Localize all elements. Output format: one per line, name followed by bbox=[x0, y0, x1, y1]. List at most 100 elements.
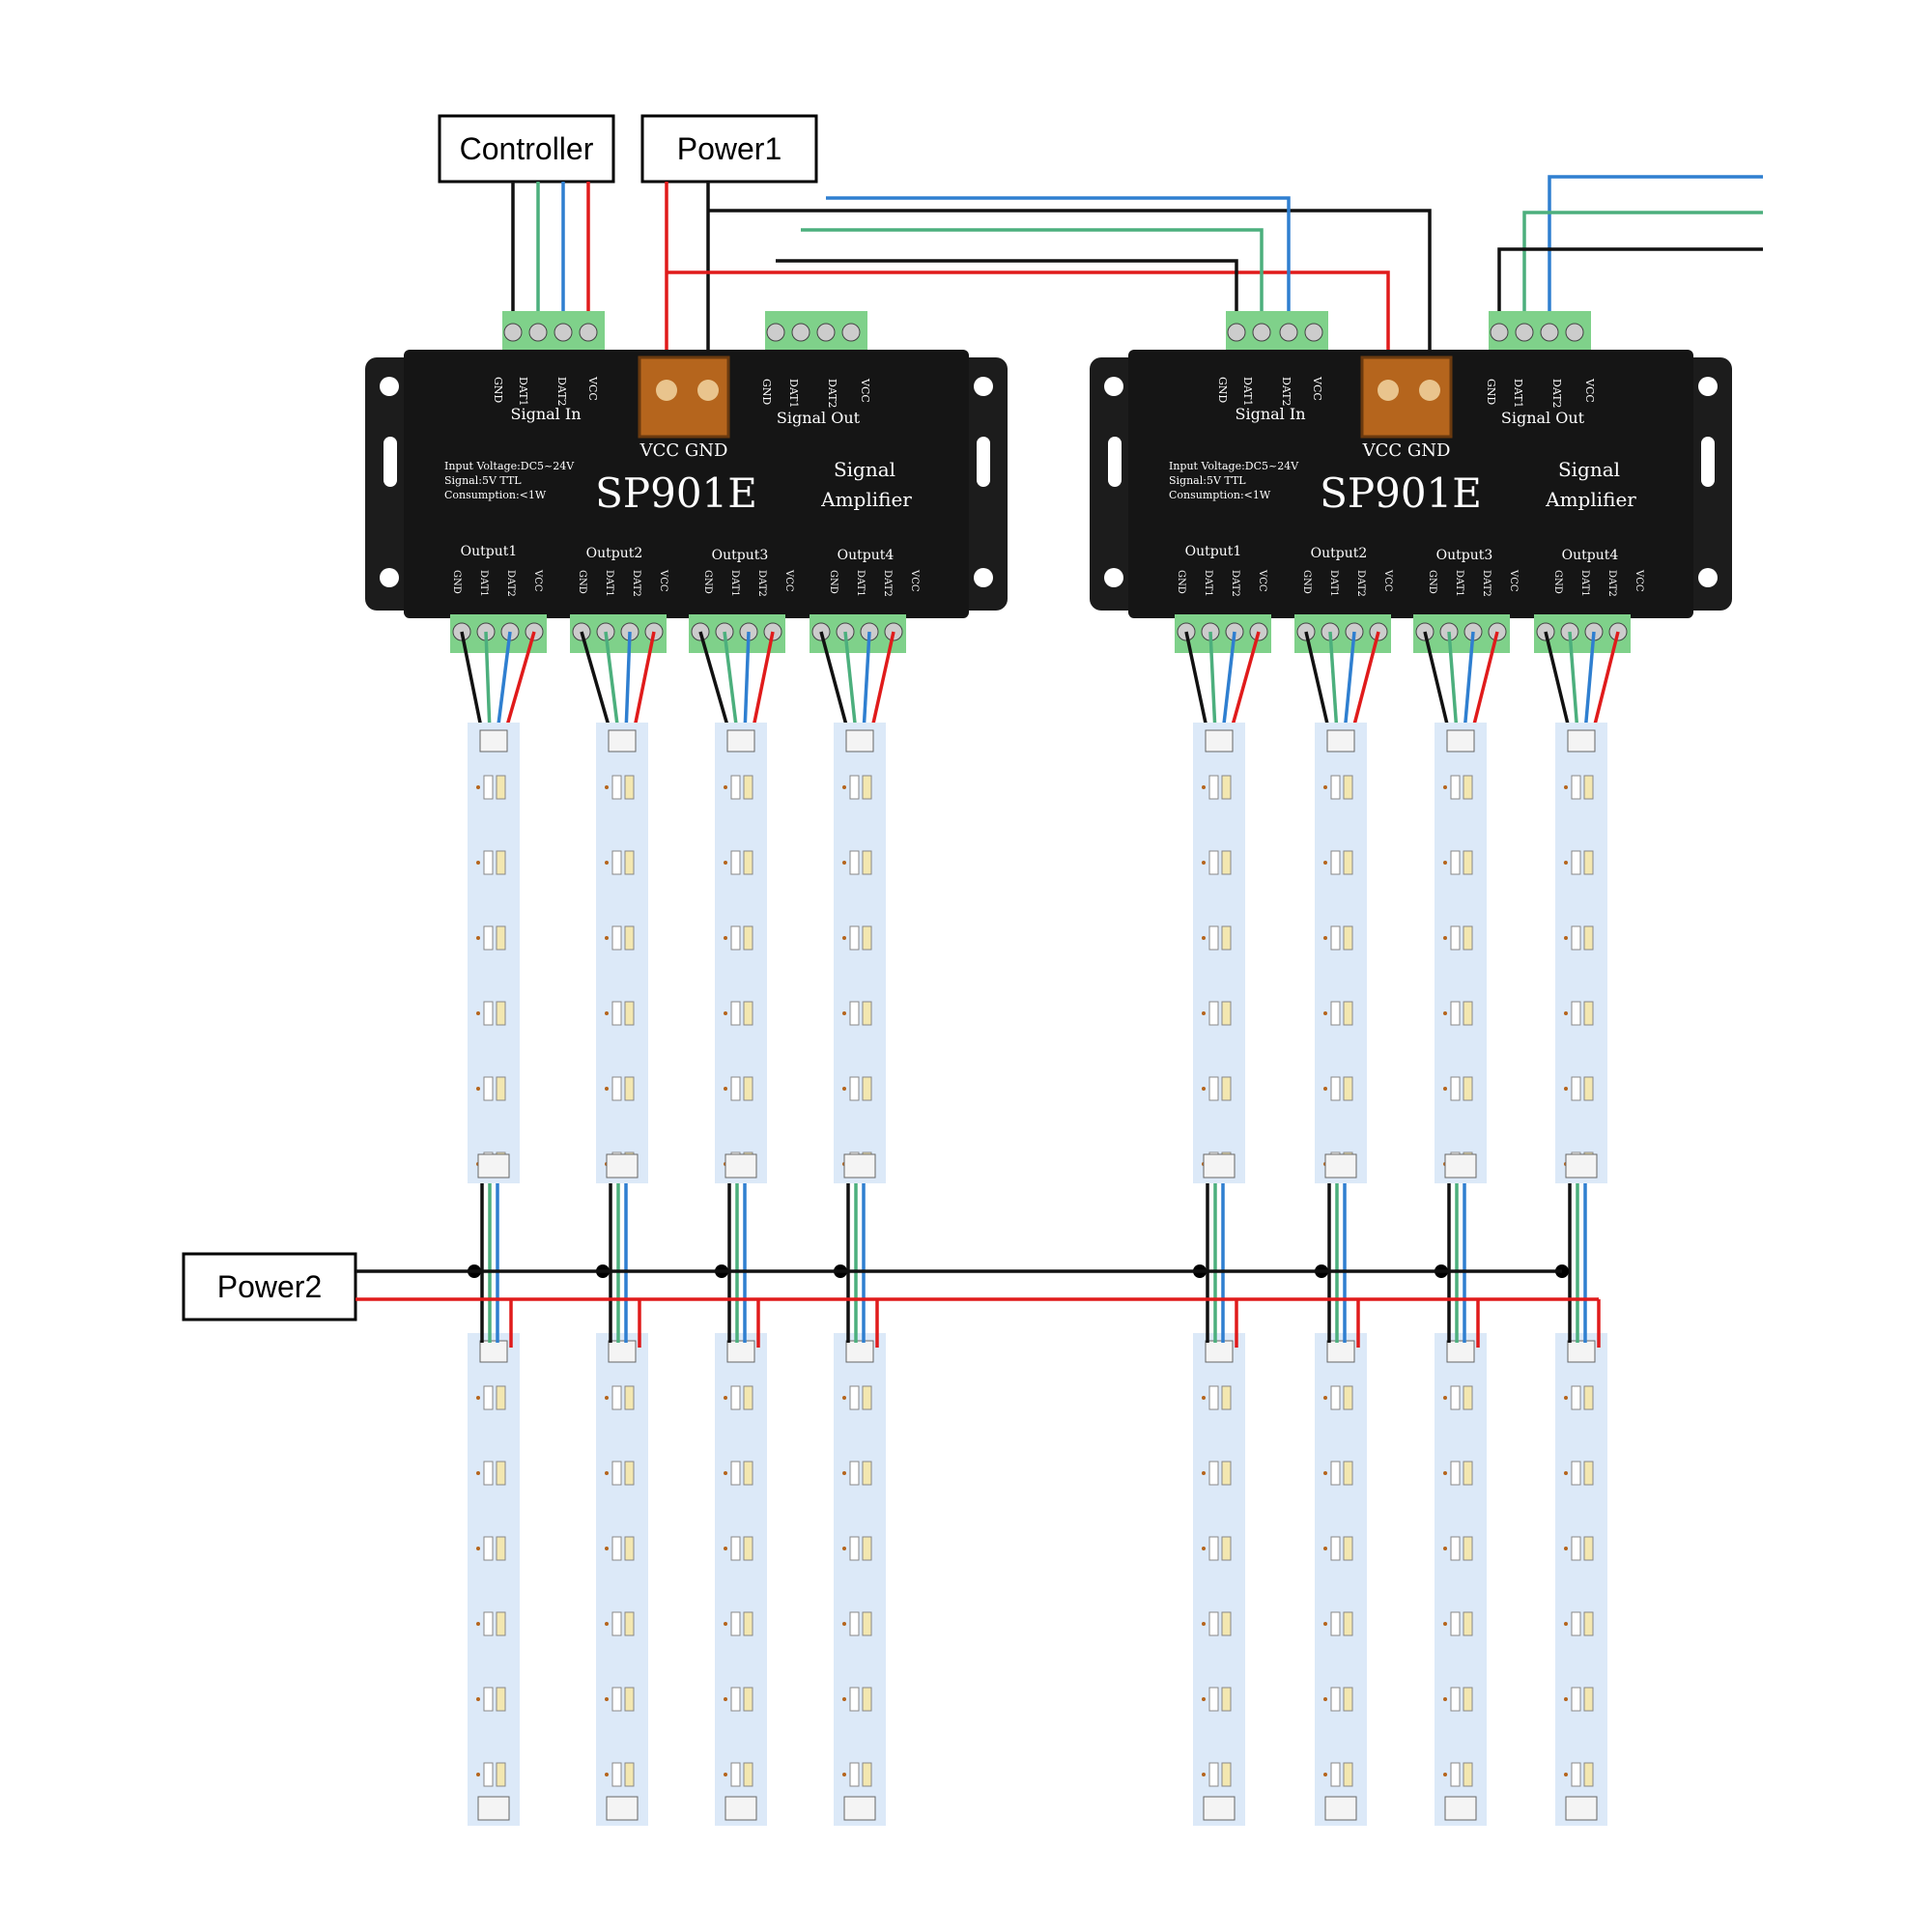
power-terminal-label: VCC GND bbox=[639, 440, 728, 461]
output-wire bbox=[460, 631, 484, 733]
led-chip bbox=[1221, 925, 1232, 951]
output-terminals bbox=[450, 614, 1631, 733]
led-chip bbox=[862, 925, 872, 951]
led-chip bbox=[1343, 775, 1353, 800]
solder-pad bbox=[605, 1396, 609, 1400]
strip-connector bbox=[724, 1796, 757, 1821]
strip-connector bbox=[724, 1153, 757, 1179]
solder-pad bbox=[1443, 861, 1447, 865]
pin-label: DAT1 bbox=[1512, 379, 1524, 409]
led-chip bbox=[1583, 1076, 1594, 1101]
led-chip bbox=[849, 1536, 860, 1561]
led-strip bbox=[1435, 1333, 1487, 1826]
strip-connector bbox=[726, 1340, 755, 1363]
output-label: Output4 bbox=[1562, 548, 1619, 563]
led-chip bbox=[483, 1001, 494, 1026]
led-chip bbox=[1463, 775, 1473, 800]
solder-pad bbox=[1202, 1697, 1206, 1701]
led-chip bbox=[862, 1611, 872, 1636]
solder-pad bbox=[724, 785, 727, 789]
led-strip bbox=[1555, 1333, 1607, 1826]
led-chip bbox=[611, 1687, 622, 1712]
led-chip bbox=[849, 1385, 860, 1410]
led-chip bbox=[624, 1611, 635, 1636]
power1-label: Power1 bbox=[677, 131, 782, 166]
led-chip bbox=[743, 1385, 753, 1410]
led-chip bbox=[496, 775, 506, 800]
led-chip bbox=[1450, 1076, 1461, 1101]
led-chip bbox=[611, 1385, 622, 1410]
strip-connector bbox=[477, 1153, 510, 1179]
pin-label: DAT2 bbox=[1550, 379, 1563, 409]
led-chip bbox=[1221, 1762, 1232, 1787]
led-strip bbox=[1555, 723, 1607, 1183]
led-chip bbox=[496, 1001, 506, 1026]
solder-pad bbox=[1443, 936, 1447, 940]
device-body bbox=[1128, 350, 1693, 618]
led-chip bbox=[730, 1687, 741, 1712]
led-chip bbox=[1571, 925, 1581, 951]
led-chip bbox=[624, 775, 635, 800]
led-chip bbox=[862, 1076, 872, 1101]
led-chip bbox=[1583, 850, 1594, 875]
led-chip bbox=[1208, 1001, 1219, 1026]
led-strip bbox=[834, 1333, 886, 1826]
output-wire bbox=[1544, 631, 1572, 733]
pin-label: VCC bbox=[1257, 569, 1267, 592]
led-chip bbox=[1571, 1536, 1581, 1561]
output-label: Output3 bbox=[712, 548, 769, 563]
pin-label: VCC bbox=[909, 569, 920, 592]
output-wire bbox=[862, 631, 871, 733]
amplifier-device-2: VCC GND GND DAT1 DAT2 VCC GND DAT1 DAT2 … bbox=[1090, 311, 1732, 618]
output-wire bbox=[751, 631, 775, 733]
led-chip bbox=[1208, 1076, 1219, 1101]
solder-pad bbox=[476, 1697, 480, 1701]
pin-label: DAT1 bbox=[478, 570, 489, 597]
solder-pad bbox=[1564, 1011, 1568, 1015]
led-chip bbox=[496, 1687, 506, 1712]
device-model: SP901E bbox=[595, 469, 757, 517]
led-chip bbox=[1463, 1001, 1473, 1026]
strip-connector bbox=[608, 729, 637, 753]
led-chip bbox=[496, 850, 506, 875]
solder-pad bbox=[842, 1547, 846, 1550]
solder-pad bbox=[842, 1087, 846, 1091]
led-chip bbox=[496, 1762, 506, 1787]
solder-pad bbox=[1202, 1011, 1206, 1015]
led-chip bbox=[743, 1461, 753, 1486]
led-chip bbox=[849, 850, 860, 875]
led-chip bbox=[1571, 1001, 1581, 1026]
led-chip bbox=[849, 925, 860, 951]
led-chip bbox=[743, 850, 753, 875]
led-chip bbox=[743, 1762, 753, 1787]
led-chip bbox=[1208, 775, 1219, 800]
led-chip bbox=[1463, 1076, 1473, 1101]
led-chip bbox=[483, 1076, 494, 1101]
pin-label: VCC bbox=[859, 378, 871, 403]
led-chip bbox=[1450, 1687, 1461, 1712]
controller-label-box: Controller bbox=[438, 114, 615, 184]
pin-label: VCC bbox=[1634, 569, 1644, 592]
led-chip bbox=[1330, 1536, 1341, 1561]
strip-connector bbox=[479, 1340, 508, 1363]
solder-pad bbox=[1443, 1396, 1447, 1400]
solder-pad bbox=[1443, 1622, 1447, 1626]
solder-pad bbox=[724, 1773, 727, 1776]
power2-wiring bbox=[355, 1183, 1601, 1348]
pin-label: VCC bbox=[1508, 569, 1519, 592]
led-chip bbox=[483, 925, 494, 951]
spec-consumption: Consumption:<1W bbox=[444, 489, 547, 501]
led-chip bbox=[1571, 775, 1581, 800]
led-chip bbox=[1330, 1001, 1341, 1026]
led-chip bbox=[483, 1762, 494, 1787]
pin-label: DAT1 bbox=[1241, 377, 1254, 407]
solder-pad bbox=[1564, 861, 1568, 865]
strip-connector bbox=[1446, 1340, 1475, 1363]
led-chip bbox=[743, 925, 753, 951]
led-chip bbox=[1583, 775, 1594, 800]
solder-pad bbox=[605, 1547, 609, 1550]
led-chip bbox=[862, 850, 872, 875]
led-strip bbox=[468, 1333, 520, 1826]
spec-voltage: Input Voltage:DC5~24V bbox=[444, 460, 575, 472]
solder-pad bbox=[476, 1087, 480, 1091]
